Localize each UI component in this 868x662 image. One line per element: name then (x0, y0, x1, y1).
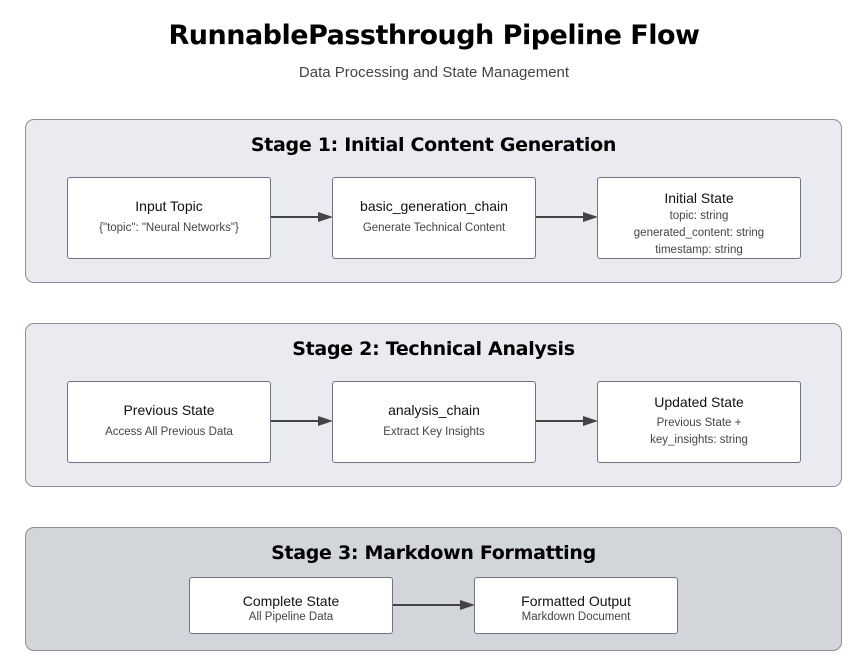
node-detail: timestamp: string (655, 244, 743, 256)
node-label: basic_generation_chain (360, 198, 508, 214)
node-initial-state: Initial State topic: string generated_co… (597, 177, 801, 259)
node-basic-generation-chain: basic_generation_chain Generate Technica… (332, 177, 536, 259)
node-complete-state: Complete State All Pipeline Data (189, 577, 393, 634)
stage-1-container: Stage 1: Initial Content Generation Inpu… (25, 119, 842, 283)
arrow-connector (536, 212, 598, 222)
stage-2-title: Stage 2: Technical Analysis (292, 338, 575, 360)
node-detail: Extract Key Insights (383, 426, 485, 438)
stage-1-title: Stage 1: Initial Content Generation (250, 134, 617, 156)
node-detail: All Pipeline Data (248, 611, 334, 623)
node-detail: topic: string (669, 210, 729, 222)
arrow-connector (271, 416, 333, 426)
diagram-subtitle: Data Processing and State Management (298, 64, 570, 81)
node-label: Complete State (242, 593, 340, 609)
node-detail: Access All Previous Data (105, 426, 233, 438)
node-label: analysis_chain (388, 402, 480, 418)
node-detail: Generate Technical Content (362, 222, 506, 234)
node-detail: {"topic": "Neural Networks"} (99, 222, 239, 234)
node-analysis-chain: analysis_chain Extract Key Insights (332, 381, 536, 463)
arrow-connector (393, 600, 475, 610)
node-formatted-output: Formatted Output Markdown Document (474, 577, 678, 634)
stage-3-title: Stage 3: Markdown Formatting (271, 542, 596, 564)
node-label: Input Topic (135, 198, 203, 214)
stage-2-container: Stage 2: Technical Analysis Previous Sta… (25, 323, 842, 487)
node-label: Initial State (664, 190, 734, 206)
node-detail: Previous State + (656, 417, 742, 429)
node-detail: generated_content: string (633, 227, 765, 239)
arrow-connector (271, 212, 333, 222)
arrow-connector (536, 416, 598, 426)
diagram-title: RunnablePassthrough Pipeline Flow (168, 20, 700, 51)
node-label: Formatted Output (521, 593, 631, 609)
node-label: Previous State (123, 402, 215, 418)
node-previous-state: Previous State Access All Previous Data (67, 381, 271, 463)
node-detail: Markdown Document (521, 611, 631, 623)
node-label: Updated State (654, 394, 744, 410)
node-input-topic: Input Topic {"topic": "Neural Networks"} (67, 177, 271, 259)
stage-3-container: Stage 3: Markdown Formatting Complete St… (25, 527, 842, 651)
node-detail: key_insights: string (650, 434, 748, 446)
node-updated-state: Updated State Previous State + key_insig… (597, 381, 801, 463)
